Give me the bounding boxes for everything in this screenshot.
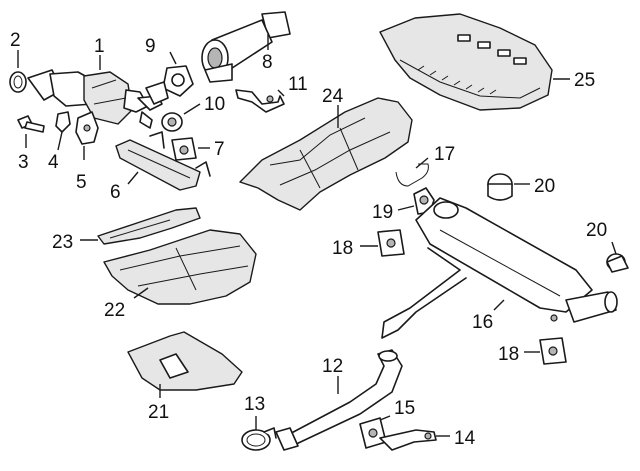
part-8-particulate-filter	[201, 11, 291, 83]
part-6-heat-shield	[115, 131, 211, 191]
leader-10	[183, 103, 201, 115]
callout-20-upper: 20	[534, 176, 555, 197]
part-21-lower-shield	[127, 331, 243, 391]
part-20-tailpipe-tip	[606, 253, 629, 273]
leader-22	[133, 287, 149, 299]
part-7-isolator	[171, 137, 197, 161]
callout-1: 1	[94, 36, 105, 57]
leader-9	[169, 51, 177, 65]
part-20-rubber-mount-upper	[487, 173, 513, 201]
leader-16	[493, 299, 505, 311]
callout-20-lower: 20	[586, 220, 607, 241]
part-18-isolator-lower	[539, 337, 567, 365]
callout-18-lower: 18	[498, 344, 519, 365]
part-24-tunnel-heat-shield	[239, 97, 413, 211]
part-10-nut	[161, 112, 183, 132]
leader-11	[277, 89, 285, 97]
callout-21: 21	[148, 402, 169, 423]
part-1-catalytic-converter	[27, 69, 169, 129]
leader-4	[57, 131, 63, 151]
callout-11: 11	[288, 74, 308, 95]
callout-14: 14	[454, 428, 476, 449]
callout-3: 3	[18, 152, 29, 173]
part-13-clamp	[241, 427, 277, 451]
part-14-hanger-bracket	[379, 429, 437, 451]
callout-6: 6	[110, 182, 121, 203]
part-11-bracket	[235, 89, 285, 113]
callout-22: 22	[104, 300, 125, 321]
part-3-bolt	[17, 115, 45, 133]
callout-23: 23	[52, 232, 73, 253]
callout-5: 5	[76, 172, 87, 193]
part-5-bracket	[75, 111, 99, 145]
leader-15	[379, 415, 391, 421]
callout-19: 19	[372, 202, 393, 223]
callout-8: 8	[262, 52, 273, 73]
part-22-floor-heat-shield	[103, 229, 257, 305]
leader-6	[127, 171, 139, 185]
callout-18-upper: 18	[332, 238, 353, 259]
part-9-gasket	[162, 65, 194, 97]
callout-24: 24	[322, 86, 344, 107]
callout-16: 16	[472, 312, 493, 333]
part-18-isolator-upper	[377, 229, 405, 257]
callout-25: 25	[574, 70, 595, 91]
leader-20-lower	[611, 241, 617, 255]
callout-9: 9	[145, 36, 156, 57]
callout-10: 10	[204, 94, 225, 115]
part-2-gasket	[9, 71, 27, 93]
leader-19	[397, 205, 415, 211]
part-12-intermediate-pipe	[275, 349, 403, 451]
callout-13: 13	[244, 394, 265, 415]
part-4-clip	[55, 111, 71, 133]
callout-15: 15	[394, 398, 415, 419]
part-23-heat-shield	[97, 207, 201, 245]
leader-17	[415, 157, 429, 169]
part-16-muffler	[381, 197, 618, 339]
callout-12: 12	[322, 356, 343, 377]
part-15-isolator	[359, 417, 387, 449]
part-25-underbody-shield	[379, 13, 553, 111]
callout-17: 17	[434, 144, 455, 165]
part-17-hanger	[395, 163, 429, 187]
callout-2: 2	[10, 30, 21, 51]
callout-4: 4	[48, 152, 59, 173]
callout-7: 7	[214, 139, 225, 160]
